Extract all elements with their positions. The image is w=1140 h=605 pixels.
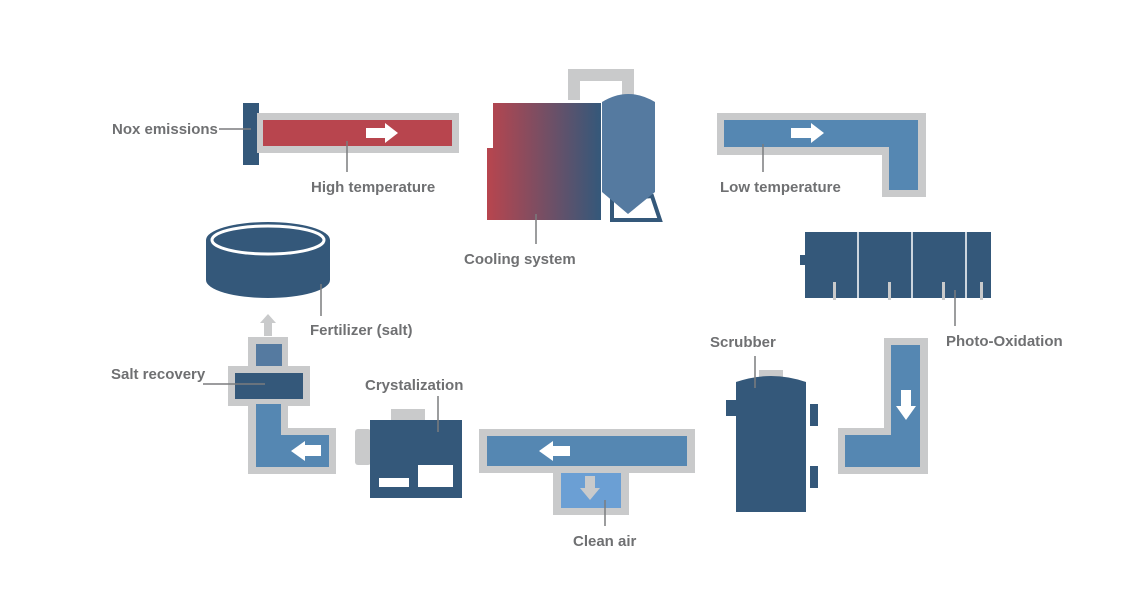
leader-lines — [203, 128, 956, 526]
label-salt-recovery: Salt recovery — [111, 366, 206, 383]
cooling-system — [487, 69, 663, 222]
arrow-right-icon — [366, 123, 398, 143]
arrow-up-icon — [260, 314, 276, 336]
arrow-right-icon — [791, 123, 824, 143]
crystalization-unit — [355, 409, 462, 498]
photo-oxidation-unit — [800, 232, 991, 300]
label-high-temperature: High temperature — [311, 179, 435, 196]
label-fertilizer: Fertilizer (salt) — [310, 322, 413, 339]
label-clean-air: Clean air — [573, 533, 637, 550]
arrow-down-icon — [896, 390, 916, 420]
label-scrubber: Scrubber — [710, 334, 776, 351]
arrow-left-icon — [291, 441, 321, 461]
high-temperature-duct — [243, 103, 459, 165]
arrow-down-icon — [580, 476, 600, 500]
label-photo-oxidation: Photo-Oxidation — [946, 333, 1063, 350]
label-cooling-system: Cooling system — [464, 251, 576, 268]
fertilizer-tank — [206, 222, 330, 298]
clean-air-duct — [479, 429, 695, 515]
label-crystalization: Crystalization — [365, 377, 463, 394]
label-low-temperature: Low temperature — [720, 179, 841, 196]
photo-ox-outlet-duct — [838, 338, 928, 474]
nox-flange — [243, 103, 259, 165]
label-nox-emissions: Nox emissions — [112, 121, 218, 138]
arrow-left-icon — [539, 441, 570, 461]
cooling-tank — [602, 94, 655, 214]
salt-recovery-unit — [228, 314, 336, 474]
low-temperature-duct — [717, 113, 926, 197]
scrubber — [726, 370, 818, 512]
